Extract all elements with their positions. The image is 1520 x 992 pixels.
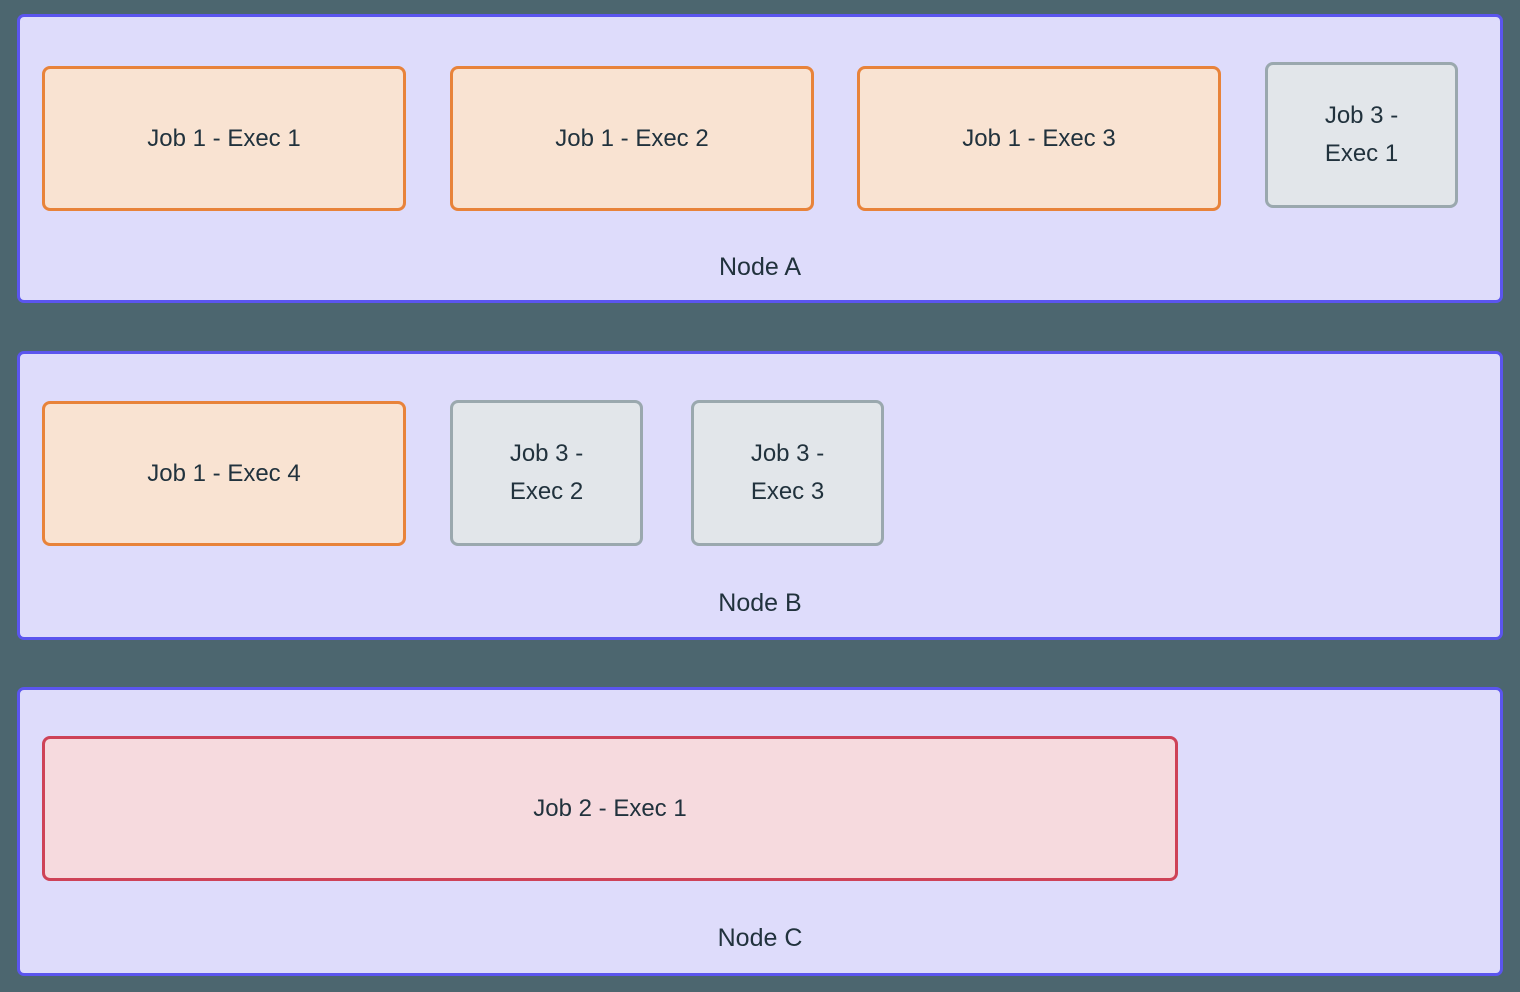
task-box-job1-exec1[interactable]: Job 1 - Exec 1 bbox=[42, 66, 406, 211]
node-label-node-b: Node B bbox=[718, 589, 802, 617]
task-box-job3-exec2[interactable]: Job 3 - Exec 2 bbox=[450, 400, 643, 546]
node-container-node-c[interactable]: Job 2 - Exec 1 Node C bbox=[17, 687, 1503, 976]
task-box-job3-exec1[interactable]: Job 3 - Exec 1 bbox=[1265, 62, 1458, 208]
task-box-job1-exec3[interactable]: Job 1 - Exec 3 bbox=[857, 66, 1221, 211]
node-label-node-a: Node A bbox=[718, 253, 801, 281]
task-box-job1-exec4[interactable]: Job 1 - Exec 4 bbox=[42, 401, 406, 546]
node-label-node-c: Node C bbox=[717, 924, 803, 952]
task-box-job3-exec3[interactable]: Job 3 - Exec 3 bbox=[691, 400, 884, 546]
task-box-job1-exec2[interactable]: Job 1 - Exec 2 bbox=[450, 66, 814, 211]
node-container-node-b[interactable]: Job 1 - Exec 4 Job 3 - Exec 2 Job 3 - Exec… bbox=[17, 351, 1503, 640]
node-container-node-a[interactable]: Job 1 - Exec 1 Job 1 - Exec 2 Job 1 - Exec… bbox=[17, 14, 1503, 303]
task-box-job2-exec1[interactable]: Job 2 - Exec 1 bbox=[42, 736, 1178, 881]
